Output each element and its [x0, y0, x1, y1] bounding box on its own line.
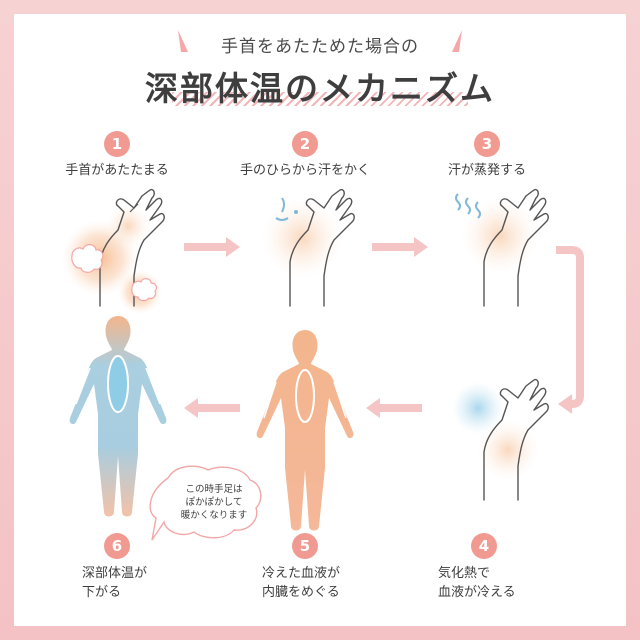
bubble-line2: ぽかぽかして	[185, 496, 243, 508]
step5-label: 冷えた血液が 内臓をめぐる	[262, 565, 340, 603]
step5-label-line1: 冷えた血液が	[262, 566, 341, 581]
header-subtitle: 手首をあたためた場合の	[221, 37, 419, 57]
header-slash-left	[178, 30, 188, 52]
arrow-step2-to-step3	[372, 237, 428, 257]
step2-label: 手のひらから汗をかく	[239, 163, 370, 178]
step6-label-line1: 深部体温が	[82, 566, 148, 581]
bubble-line3: 暖かくなります	[180, 509, 248, 521]
hand-step2-illustration	[262, 188, 355, 307]
body-step5-illustration	[256, 330, 354, 531]
hand-step3-illustration	[455, 188, 549, 307]
arrow-step3-to-step4	[556, 246, 584, 414]
step6-label: 深部体温が 下がる	[82, 565, 147, 603]
step5-label-line2: 内臓をめぐる	[262, 584, 340, 600]
step5-badge: 5	[292, 533, 318, 559]
step1-label: 手首があたたまる	[65, 163, 169, 178]
hand-step4-illustration	[452, 378, 549, 501]
arrow-step5-to-step6	[184, 398, 240, 418]
step6-badge: 6	[104, 533, 130, 559]
header-slash-right	[452, 30, 462, 52]
arrow-step4-to-step5	[366, 398, 422, 418]
step1-badge: 1	[104, 131, 130, 157]
title-underline-hatch	[172, 92, 468, 106]
step4-label-line2: 血液が冷える	[438, 584, 516, 600]
step4-label-line1: 気化熱で	[438, 566, 491, 581]
step4-label: 気化熱で 血液が冷える	[438, 565, 516, 603]
step6-label-line2: 下がる	[82, 584, 122, 600]
step4-badge: 4	[471, 533, 497, 559]
bubble-line1: この時手足は	[185, 484, 243, 495]
step2-badge: 2	[292, 131, 318, 157]
page-title-text: 深部体温のメカニズム	[145, 69, 495, 108]
page-title: 深部体温のメカニズム	[0, 62, 640, 110]
speech-bubble-text: この時手足は ぽかぽかして 暖かくなります	[168, 484, 260, 522]
hand-step1-illustration	[62, 188, 165, 314]
step3-label: 汗が蒸発する	[447, 163, 526, 178]
arrow-step1-to-step2	[184, 237, 240, 257]
body-step6-illustration	[69, 316, 167, 517]
speech-bubble	[149, 465, 262, 541]
step3-badge: 3	[474, 131, 500, 157]
